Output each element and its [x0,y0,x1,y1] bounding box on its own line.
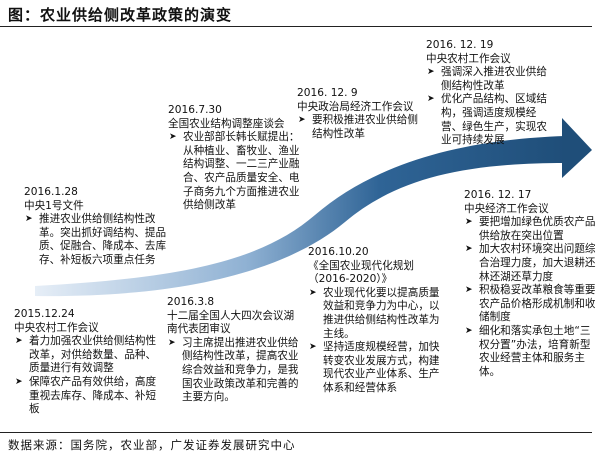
event-org: 中央政治局经济工作会议 [297,100,414,113]
arrow-head [562,118,592,178]
event-2015-12-24: 2015.12.24 中央农村工作会议 着力加强农业供给侧结构性改革，对供给数量… [14,308,164,417]
event-bullet: 推进农业供给侧结构性改革。突出抓好调结构、提品质、促融合、降成本、去库存、补短板… [24,213,176,267]
event-2016-01-28: 2016.1.28 中央1号文件 推进农业供给侧结构性改革。突出抓好调结构、提品… [24,186,176,268]
event-bullet: 坚持适度规模经营，加快转变农业发展方式，构建现代农业产业体系、生产体系和经营体系 [308,341,446,395]
event-2016-07-30: 2016.7.30 全国农业结构调整座谈会 农业部部长韩长赋提出：从种植业、畜牧… [168,104,304,213]
event-bullet: 保障农产品有效供给，高度重视去库存、降成本、补短板 [14,376,164,417]
event-date: 2016.7.30 [168,104,222,116]
event-date: 2016.10.20 [308,246,369,258]
event-org: 中央农村工作会议 [426,52,511,65]
event-bullet: 农业部部长韩长赋提出：从种植业、畜牧业、渔业结构调整、一二三产业融合、农产品质量… [168,131,304,213]
event-bullet: 要把增加绿色优质农产品供给放在突出位置 [464,216,596,243]
event-date: 2016.1.28 [24,186,78,198]
event-org: 《全国农业现代化规划（2016-2020）》 [308,259,414,286]
arrow-body [35,136,565,297]
event-bullet: 习主席提出推进农业供给侧结构性改革，提高农业综合效益和竞争力，是我国农业政策改革… [167,337,304,405]
event-bullet: 积极稳妥改革粮食等重要农产品价格形成机制和收储制度 [464,284,596,325]
event-org: 中央1号文件 [24,199,84,212]
event-bullet: 强调深入推进农业供给侧结构性改革 [426,66,554,93]
event-date: 2015.12.24 [14,308,75,320]
source-divider [0,432,592,433]
event-2016-10-20: 2016.10.20 《全国农业现代化规划（2016-2020）》 农业现代化要… [308,246,446,396]
event-bullet: 细化和落实承包土地“三权分置”办法，培育新型农业经营主体和服务主体。 [464,325,596,379]
event-bullet: 优化产品结构、区域结构，强调适度规模经营、绿色生产，实现农业可持续发展 [426,93,554,147]
event-bullet: 农业现代化要以提高质量效益和竞争力为中心，以推进供给侧结构性改革为主线。 [308,287,446,341]
event-date: 2016. 12. 19 [426,39,494,51]
figure-title: 图：农业供给侧改革政策的演变 [8,6,233,24]
data-source: 数据来源：国务院，农业部，广发证券发展研究中心 [8,438,296,452]
event-bullet: 加大农村环境突出问题综合治理力度，加大退耕还林还湖还草力度 [464,243,596,284]
event-2016-12-19: 2016. 12. 19 中央农村工作会议 强调深入推进农业供给侧结构性改革优化… [426,39,554,148]
event-org: 十二届全国人大四次会议湖南代表团审议 [167,309,295,336]
event-bullet: 着力加强农业供给侧结构性改革，对供给数量、品种、质量进行有效调整 [14,335,164,376]
event-date: 2016. 12. 9 [297,87,358,99]
event-org: 全国农业结构调整座谈会 [168,117,285,130]
event-org: 中央农村工作会议 [14,321,99,334]
event-2016-12-09: 2016. 12. 9 中央政治局经济工作会议 要积极推进农业供给侧结构性改革 [297,87,425,141]
event-2016-12-17: 2016. 12. 17 中央经济工作会议 要把增加绿色优质农产品供给放在突出位… [464,189,596,379]
event-date: 2016.3.8 [167,296,215,308]
event-org: 中央经济工作会议 [464,202,549,215]
event-date: 2016. 12. 17 [464,189,532,201]
title-divider [0,26,592,27]
event-2016-03-08: 2016.3.8 十二届全国人大四次会议湖南代表团审议 习主席提出推进农业供给侧… [167,296,304,405]
event-bullet: 要积极推进农业供给侧结构性改革 [297,114,425,141]
